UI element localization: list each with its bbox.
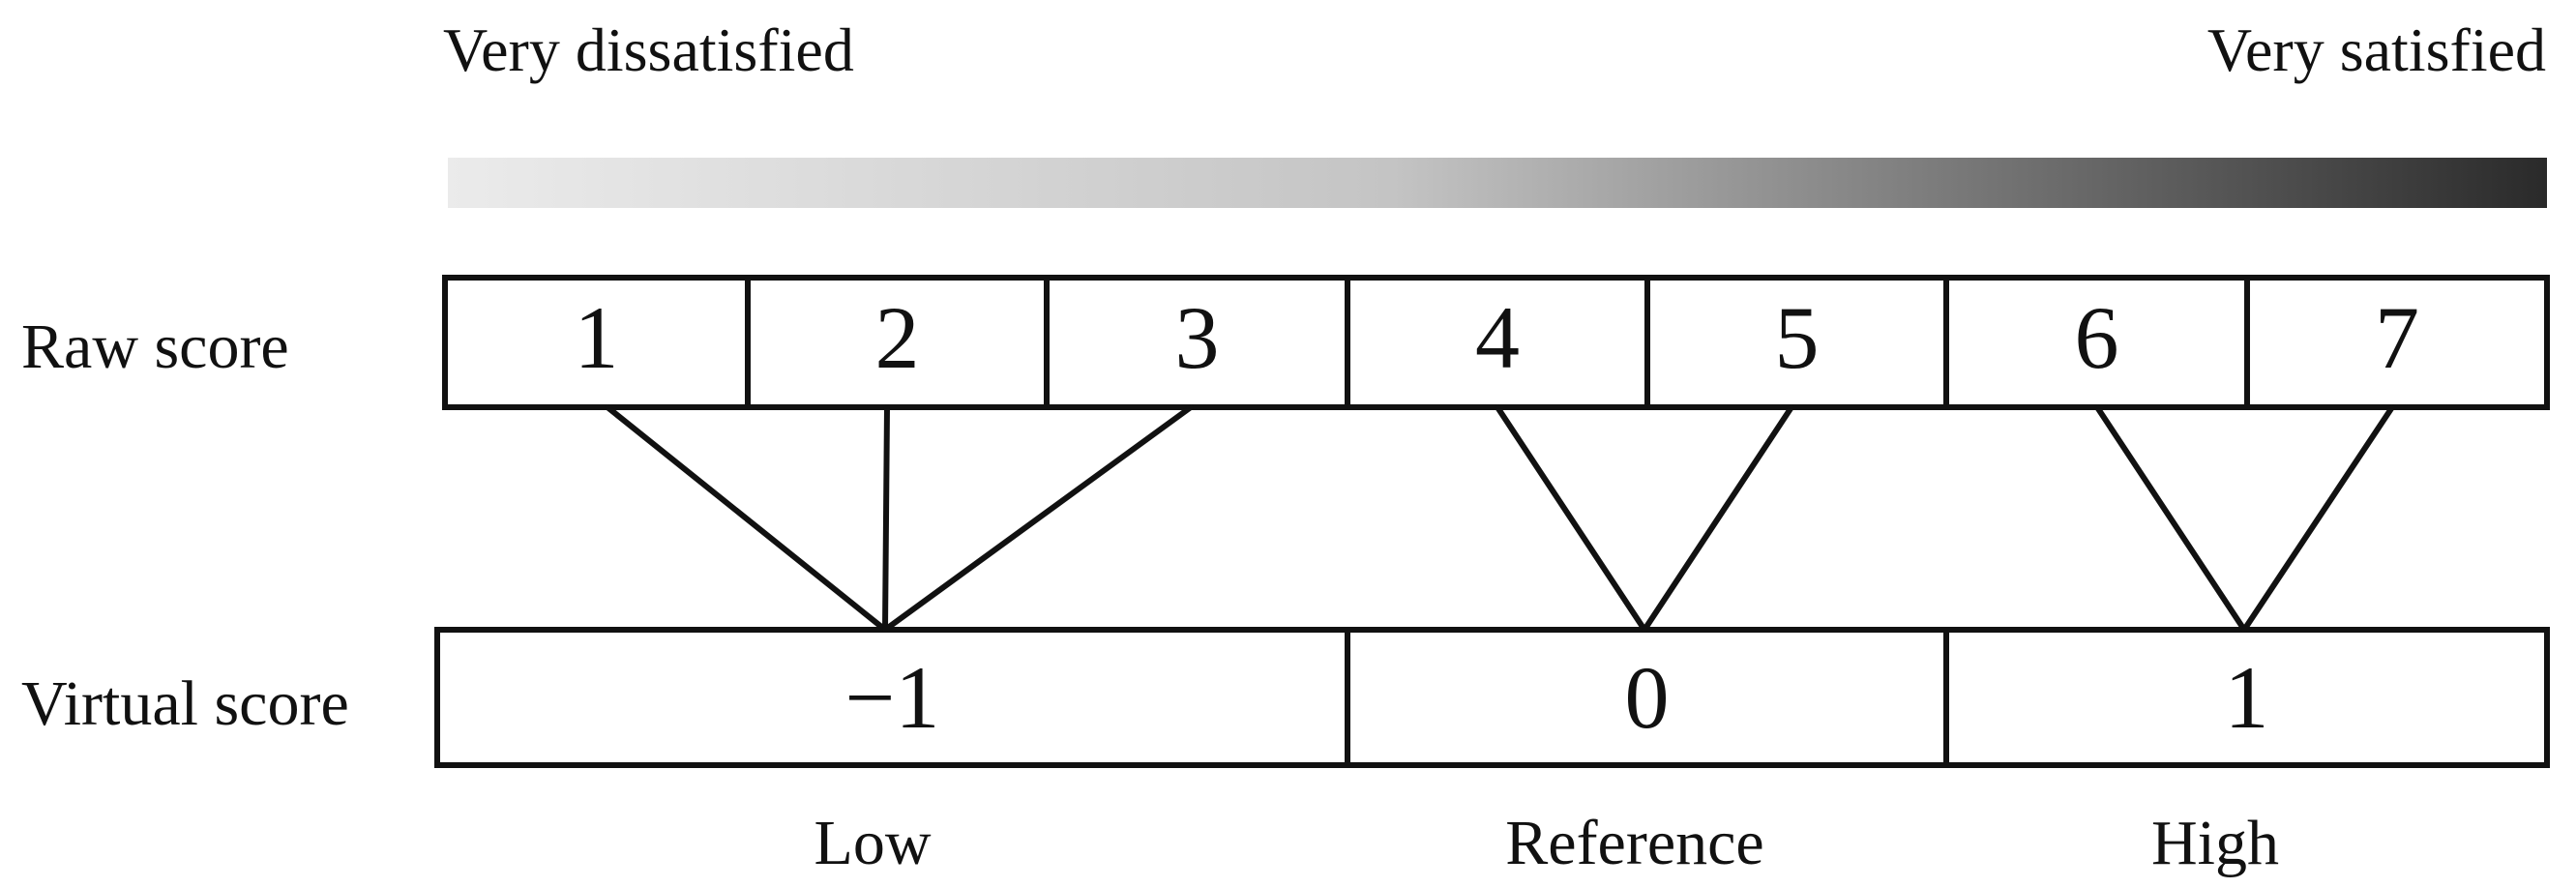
satisfaction-gradient-bar [448, 158, 2547, 208]
raw-score-cell: 5 [1644, 275, 1949, 410]
raw-score-cells: 1 2 3 4 5 6 7 [442, 275, 2550, 410]
mapping-connector-line [2241, 404, 2395, 633]
raw-score-value: 2 [875, 288, 920, 387]
virtual-score-value: 1 [2225, 648, 2269, 747]
very-dissatisfied-label: Very dissatisfied [443, 15, 854, 84]
raw-score-label: Raw score [21, 311, 289, 382]
raw-score-value: 6 [2075, 288, 2119, 387]
virtual-score-value: 0 [1625, 648, 1670, 747]
mapping-connector-line [1495, 404, 1647, 633]
virtual-score-cell: 1 [1943, 627, 2550, 768]
group-label-high: High [2151, 808, 2279, 878]
raw-score-value: 5 [1775, 288, 1820, 387]
virtual-score-cells: −1 0 1 [434, 627, 2550, 768]
group-label-low: Low [814, 808, 932, 878]
raw-score-cell: 3 [1044, 275, 1350, 410]
virtual-score-cell-box [434, 627, 1350, 768]
mapping-connectors [605, 404, 2395, 633]
virtual-score-cell-box [1345, 627, 1949, 768]
virtual-score-cell: 0 [1345, 627, 1949, 768]
raw-score-cell: 6 [1943, 275, 2250, 410]
virtual-score-label: Virtual score [21, 668, 349, 739]
raw-score-value: 3 [1175, 288, 1220, 387]
raw-score-cell-box [1644, 275, 1949, 410]
raw-score-value: 7 [2375, 288, 2419, 387]
raw-score-cell-box [1943, 275, 2250, 410]
raw-score-value: 4 [1475, 288, 1520, 387]
mapping-connector-line [882, 404, 890, 633]
mapping-connector-line [882, 404, 1194, 633]
raw-score-cell: 2 [745, 275, 1050, 410]
group-label-reference: Reference [1505, 808, 1763, 878]
raw-score-cell-box [1044, 275, 1350, 410]
virtual-score-cell: −1 [434, 627, 1350, 768]
mapping-connector-line [605, 404, 888, 633]
mapping-connector-line [1642, 404, 1794, 633]
very-satisfied-label: Very satisfied [2207, 15, 2546, 84]
mapping-connector-line [2094, 404, 2247, 633]
raw-score-cell: 7 [2244, 275, 2550, 410]
virtual-score-value: −1 [845, 648, 940, 747]
virtual-score-cell-box [1943, 627, 2550, 768]
raw-score-cell: 4 [1345, 275, 1650, 410]
raw-score-cell-box [745, 275, 1050, 410]
raw-score-cell-box [2244, 275, 2550, 410]
raw-score-cell: 1 [442, 275, 751, 410]
raw-score-cell-box [442, 275, 751, 410]
group-labels: Low Reference High [814, 808, 2279, 878]
raw-score-value: 1 [575, 288, 619, 387]
